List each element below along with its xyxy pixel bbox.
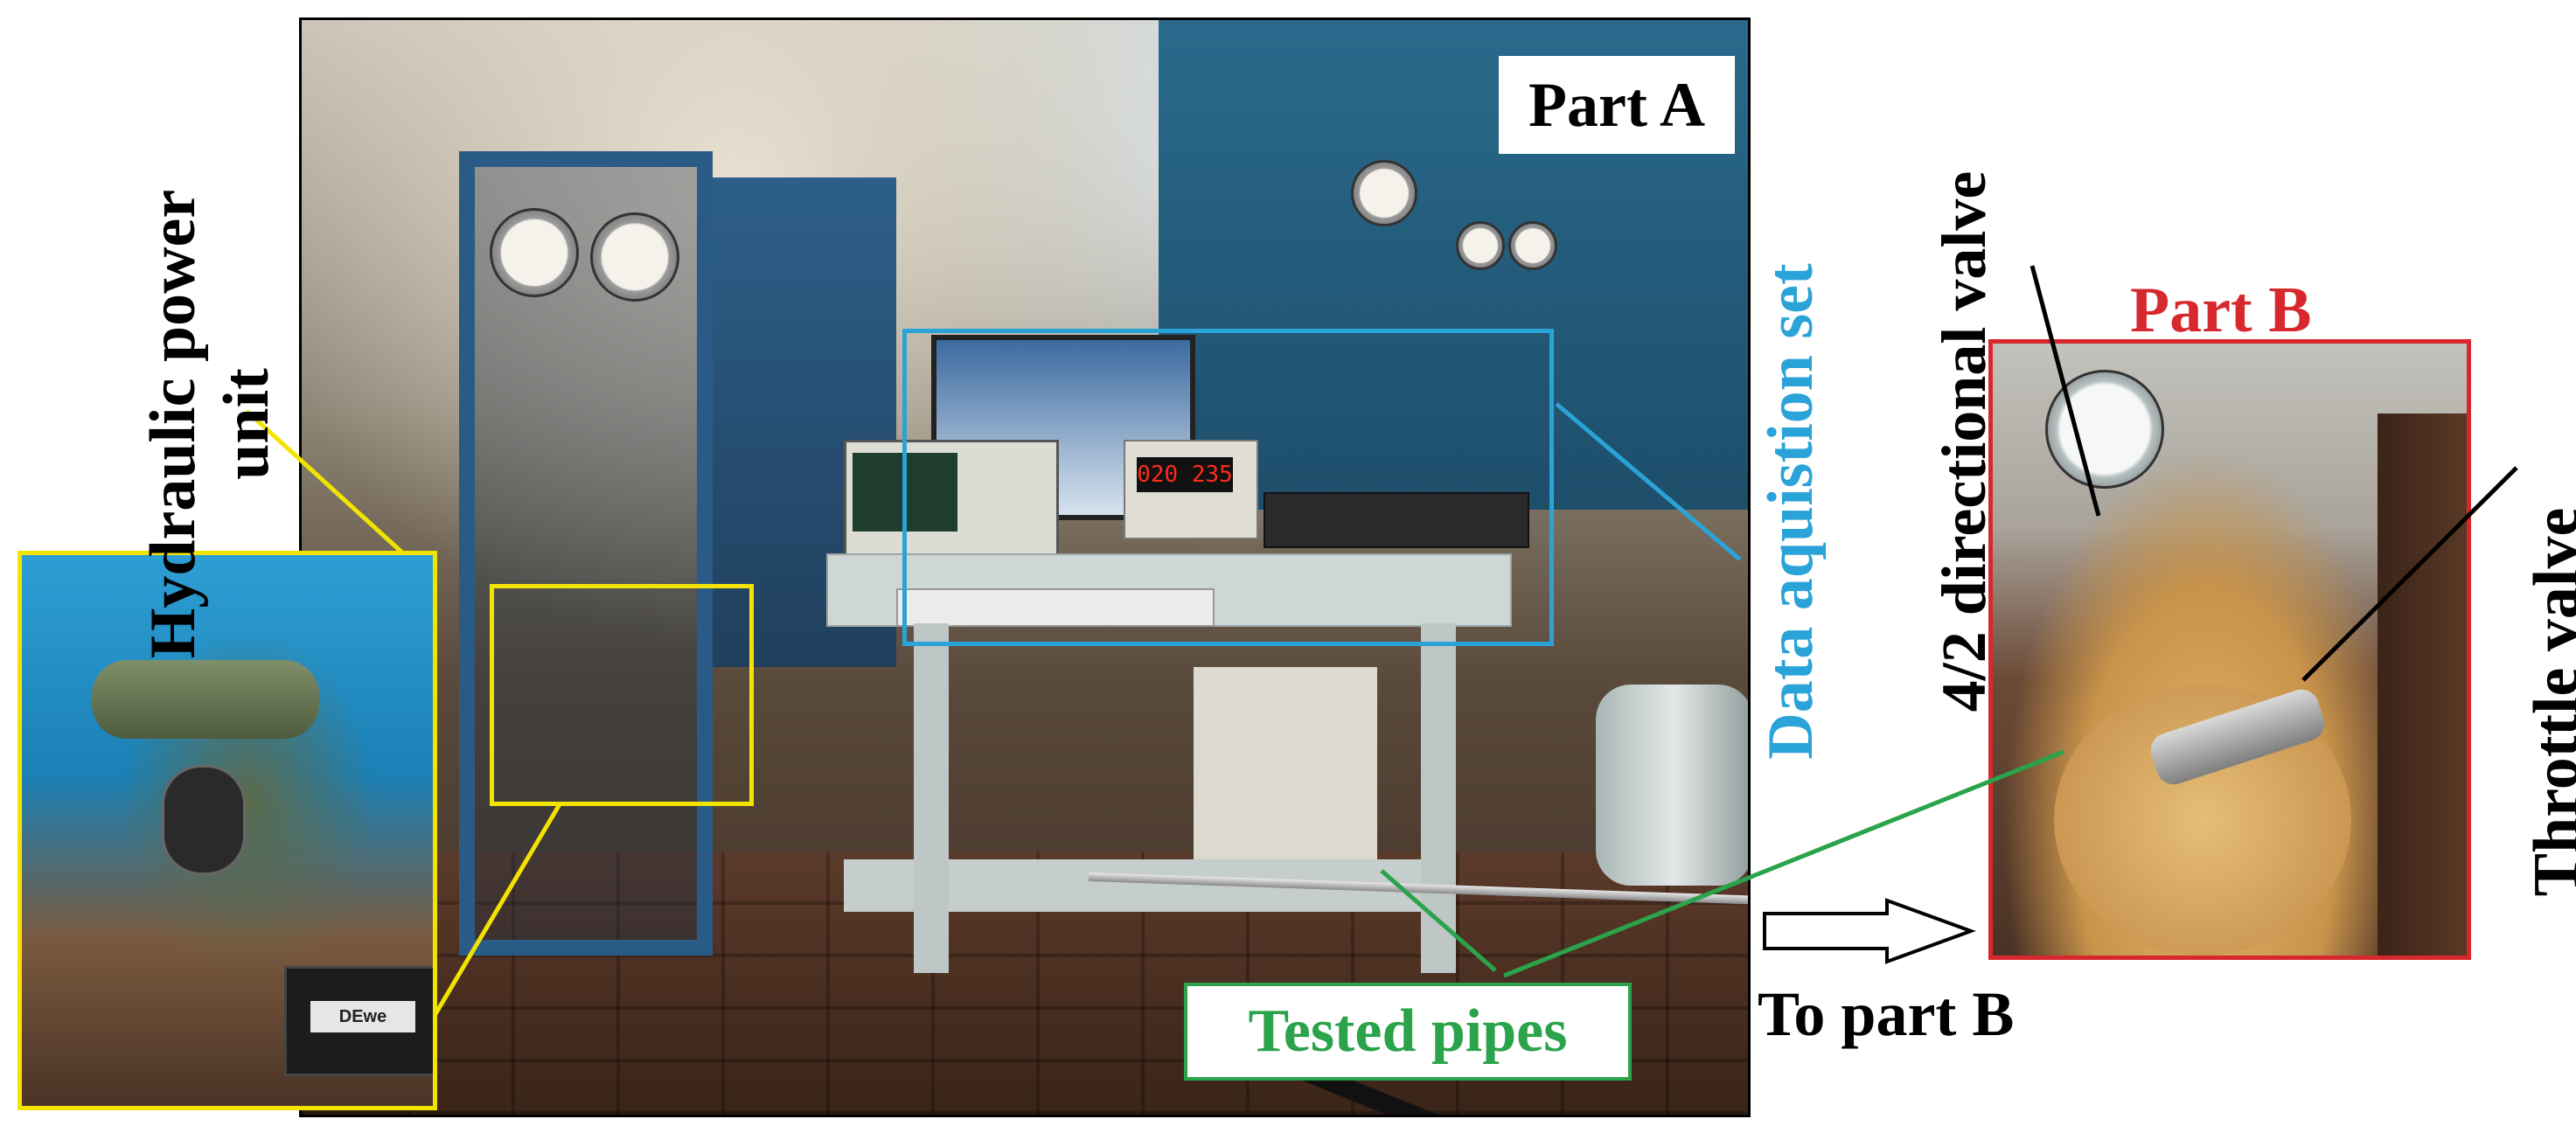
pc-cabinet — [1194, 667, 1377, 894]
to-part-b-label: To part B — [1758, 979, 2015, 1049]
throttle-valve-leader-line — [2301, 466, 2518, 682]
inset-hydraulic-power-unit: DEwe — [17, 551, 437, 1110]
pressure-gauge-2 — [590, 212, 679, 302]
hydraulic-power-unit-label: Hydraulic power unit — [136, 190, 284, 658]
hydraulic-power-unit-line-2: unit — [211, 368, 282, 480]
pipes-leader-line-2 — [1503, 749, 2064, 978]
pipes-leader-line-1 — [1380, 869, 1497, 972]
daq-leader-line — [1555, 402, 1742, 561]
pressure-gauge-1 — [490, 208, 579, 297]
hydraulic-pump — [92, 660, 319, 739]
pressure-accumulator — [1596, 685, 1748, 886]
to-part-b-arrow — [1763, 898, 1976, 964]
small-gauge-1 — [1456, 221, 1505, 270]
directional-valve-leader-line — [2029, 265, 2101, 517]
part-b-label: Part B — [2130, 275, 2312, 346]
machine-pressure-gauge — [1351, 160, 1417, 226]
part-a-label: Part A — [1528, 70, 1705, 140]
desk-leg — [914, 623, 949, 973]
part-a-label-box: Part A — [1499, 56, 1735, 154]
data-acquisition-highlight-frame — [902, 329, 1554, 646]
digital-pressure-meter — [162, 765, 246, 875]
wooden-cabinet — [2378, 414, 2467, 956]
power-supply-display: 020 235 — [1137, 457, 1233, 492]
directional-valve-label: 4/2 directional valve — [1929, 170, 1999, 712]
small-gauge-2 — [1508, 221, 1557, 270]
tested-pipes-label: Tested pipes — [1248, 997, 1568, 1065]
throttle-valve-label: Throttle valve — [2521, 507, 2576, 897]
keyboard — [896, 588, 1215, 627]
inset-part-b — [1988, 339, 2471, 960]
hydraulic-power-unit-rack — [459, 151, 713, 956]
power-label-leader-line — [245, 409, 404, 554]
power-unit-highlight-frame — [490, 584, 754, 806]
inset-to-frame-line — [433, 803, 562, 1016]
tested-pipes-label-box: Tested pipes — [1184, 983, 1632, 1081]
desk-leg — [1421, 623, 1456, 973]
daq-terminal-block — [1264, 492, 1529, 548]
daq-module-label: DEwe — [310, 1001, 415, 1032]
data-acquisition-label: Data aquistion set — [1755, 263, 1827, 760]
hydraulic-power-unit-line-1: Hydraulic power — [137, 189, 209, 659]
